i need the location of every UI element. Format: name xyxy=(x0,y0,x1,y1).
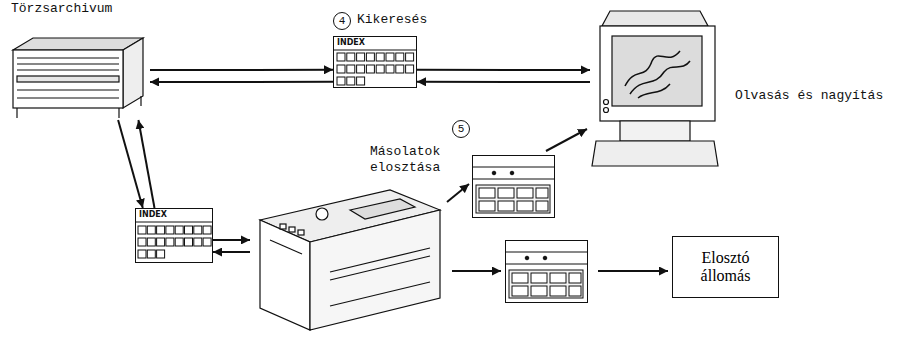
step-label: Kikeresés xyxy=(357,12,427,28)
card-heading: INDEX xyxy=(139,211,167,219)
index-card-node: INDEX xyxy=(135,208,213,263)
callout-number: 5 xyxy=(452,120,470,138)
flow-arrow xyxy=(417,69,590,71)
node-caption: Olvasás és nagyítás xyxy=(735,88,883,104)
flow-arrow xyxy=(118,120,143,208)
index-card xyxy=(334,37,417,88)
archive-node: Törzsarchivum xyxy=(5,20,150,120)
flow-arrow xyxy=(213,251,250,253)
flow-arrow xyxy=(447,129,668,271)
flow-arrow xyxy=(150,81,333,83)
node-caption: Törzsarchivum xyxy=(11,1,112,17)
flow-arrow xyxy=(417,81,590,83)
node-caption: Másolatok elosztása xyxy=(370,144,450,175)
flow-arrow xyxy=(138,120,154,208)
station-box: Elosztó állomás xyxy=(672,236,779,298)
copy-card xyxy=(473,156,555,218)
flow-arrow xyxy=(213,239,250,241)
copier-machine xyxy=(260,190,440,330)
flow-arrow xyxy=(150,69,333,71)
archive-cabinet xyxy=(13,38,143,118)
index-card-node: INDEX xyxy=(333,36,417,88)
callout-number: 4 xyxy=(333,12,351,30)
copier-node: Másolatok elosztása xyxy=(250,180,445,335)
copy-card xyxy=(506,241,588,303)
reader-machine xyxy=(592,11,718,166)
reader-node: Olvasás és nagyítás xyxy=(590,6,720,171)
box-text: Elosztó állomás xyxy=(681,249,770,285)
index-card xyxy=(136,209,213,263)
card-heading: INDEX xyxy=(337,39,365,47)
